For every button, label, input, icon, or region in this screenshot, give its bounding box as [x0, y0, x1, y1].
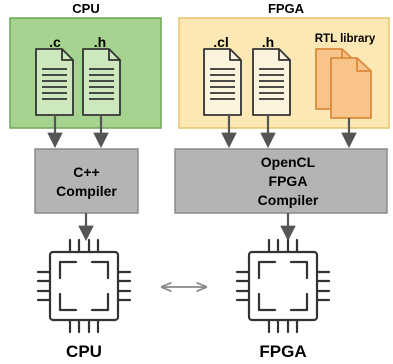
cpu-device-label: CPU	[66, 342, 102, 361]
cpp-compiler-box	[34, 148, 139, 214]
cpu-file-label-c: .c	[49, 34, 61, 50]
fpga-file-label-cl: .cl	[213, 34, 229, 50]
cpu-title: CPU	[72, 1, 99, 16]
cpp-compiler-line-1: C++	[73, 164, 99, 180]
document-icon	[203, 48, 242, 116]
fpga-file-label-h: .h	[262, 34, 274, 50]
chip-icon	[235, 238, 331, 334]
cpu-file-label-h: .h	[94, 34, 106, 50]
opencl-compiler-line-2: FPGA	[269, 173, 308, 189]
opencl-fpga-compiler-box	[174, 148, 388, 214]
fpga-device-label: FPGA	[259, 342, 306, 361]
fpga-title: FPGA	[268, 1, 305, 16]
document-icon	[35, 48, 74, 116]
opencl-compiler-line-1: OpenCL	[261, 154, 316, 170]
rtl-library-label: RTL library	[315, 33, 376, 45]
cpp-compiler-line-2: Compiler	[56, 183, 117, 199]
chip-icon	[36, 238, 132, 334]
document-icon	[252, 48, 291, 116]
document-icon	[82, 48, 121, 116]
rtl-library-icon	[315, 48, 372, 119]
opencl-compiler-line-3: Compiler	[258, 192, 319, 208]
